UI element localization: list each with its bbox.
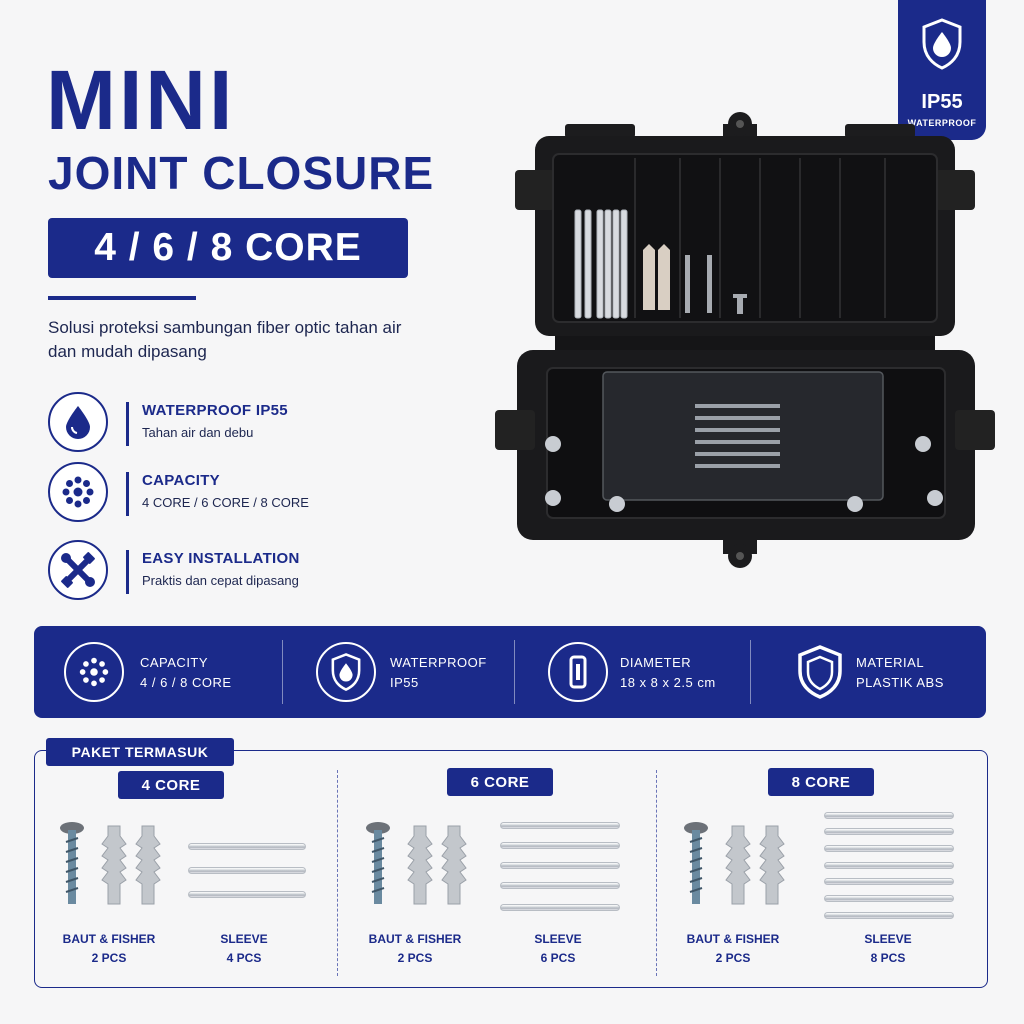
sleeve-item: [188, 843, 306, 850]
sleeve-item: [500, 822, 620, 829]
title-mini: MINI: [46, 53, 236, 147]
bolt-qty: 2 PCS: [91, 951, 127, 965]
sleeve-item: [188, 891, 306, 898]
dimension-icon: [548, 642, 608, 702]
spec-value: 4 / 6 / 8 CORE: [140, 675, 232, 690]
column-divider: [337, 770, 338, 976]
feature-desc: Praktis dan cepat dipasang: [142, 573, 299, 588]
sleeve-item: [500, 842, 620, 849]
spec-label: DIAMETER: [620, 655, 692, 670]
bolt-label: BAUT & FISHER: [686, 932, 780, 946]
core-tag-8: 8 CORE: [768, 768, 874, 796]
sleeve-item: [824, 828, 954, 835]
ip-label: WATERPROOF: [907, 118, 977, 128]
ip55-badge: IP55 WATERPROOF: [898, 0, 986, 140]
joint-closure-product-image: [495, 112, 995, 568]
sleeve-qty: 8 PCS: [870, 951, 906, 965]
feature-capacity: CAPACITY 4 CORE / 6 CORE / 8 CORE: [48, 462, 448, 524]
spec-divider: [282, 640, 283, 704]
ip-rating: IP55: [921, 91, 963, 113]
spec-label: MATERIAL: [856, 655, 925, 670]
core-tag-4: 4 CORE: [118, 771, 224, 799]
sleeve-item: [824, 845, 954, 852]
fiber-core-icon: [64, 642, 124, 702]
shield-icon: [790, 642, 850, 702]
sleeve-label: SLEEVE: [220, 932, 268, 946]
sleeve-item: [188, 867, 306, 874]
feature-accent-bar: [126, 402, 129, 446]
sleeve-item: [500, 882, 620, 889]
spec-value: IP55: [390, 675, 419, 690]
title-joint-closure: JOINT CLOSURE: [48, 147, 435, 199]
sleeve-caption: SLEEVE 6 PCS: [510, 930, 606, 968]
core-tag-6: 6 CORE: [447, 768, 553, 796]
sleeve-qty: 4 PCS: [226, 951, 262, 965]
feature-desc: Tahan air dan debu: [142, 425, 254, 440]
water-drop-icon: [48, 392, 108, 452]
bolt-and-fisher-image: [684, 822, 785, 905]
bolt-caption: BAUT & FISHER 2 PCS: [674, 930, 792, 968]
spec-label: WATERPROOF: [390, 655, 487, 670]
bolt-caption: BAUT & FISHER 2 PCS: [356, 930, 474, 968]
package-contents-label: PAKET TERMASUK: [46, 738, 234, 766]
bolt-and-fisher-image: [366, 822, 467, 905]
spec-value: PLASTIK ABS: [856, 675, 944, 690]
feature-title: CAPACITY: [142, 472, 220, 489]
bolt-qty: 2 PCS: [715, 951, 751, 965]
sleeve-caption: SLEEVE 8 PCS: [840, 930, 936, 968]
spec-value: 18 x 8 x 2.5 cm: [620, 675, 716, 690]
shield-water-drop-icon: [316, 642, 376, 702]
feature-accent-bar: [126, 472, 129, 516]
title-divider: [48, 296, 196, 300]
feature-title: WATERPROOF IP55: [142, 402, 288, 419]
sleeve-item: [824, 912, 954, 919]
sleeve-item: [824, 862, 954, 869]
bolt-and-fisher-image: [60, 822, 161, 905]
spec-label: CAPACITY: [140, 655, 209, 670]
fiber-core-icon: [48, 462, 108, 522]
sleeve-item: [824, 812, 954, 819]
core-options-pill: 4 / 6 / 8 CORE: [48, 218, 408, 278]
feature-easy-installation: EASY INSTALLATION Praktis dan cepat dipa…: [48, 540, 448, 602]
column-divider: [656, 770, 657, 976]
bolt-label: BAUT & FISHER: [368, 932, 462, 946]
feature-desc: 4 CORE / 6 CORE / 8 CORE: [142, 495, 309, 510]
sleeve-caption: SLEEVE 4 PCS: [196, 930, 292, 968]
spec-divider: [514, 640, 515, 704]
bolt-label: BAUT & FISHER: [62, 932, 156, 946]
sleeve-item: [500, 904, 620, 911]
shield-water-drop-icon: [922, 18, 962, 70]
feature-waterproof: WATERPROOF IP55 Tahan air dan debu: [48, 392, 448, 454]
sleeve-item: [824, 878, 954, 885]
feature-title: EASY INSTALLATION: [142, 550, 300, 567]
sleeve-label: SLEEVE: [864, 932, 912, 946]
sleeve-qty: 6 PCS: [540, 951, 576, 965]
sleeve-item: [824, 895, 954, 902]
sleeve-item: [500, 862, 620, 869]
tools-icon: [48, 540, 108, 600]
subtitle: Solusi proteksi sambungan fiber optic ta…: [48, 318, 402, 361]
spec-divider: [750, 640, 751, 704]
sleeve-label: SLEEVE: [534, 932, 582, 946]
bolt-qty: 2 PCS: [397, 951, 433, 965]
feature-accent-bar: [126, 550, 129, 594]
spec-bar: CAPACITY 4 / 6 / 8 CORE WATERPROOF IP55 …: [34, 626, 986, 718]
package-contents-box: [34, 750, 988, 988]
bolt-caption: BAUT & FISHER 2 PCS: [50, 930, 168, 968]
